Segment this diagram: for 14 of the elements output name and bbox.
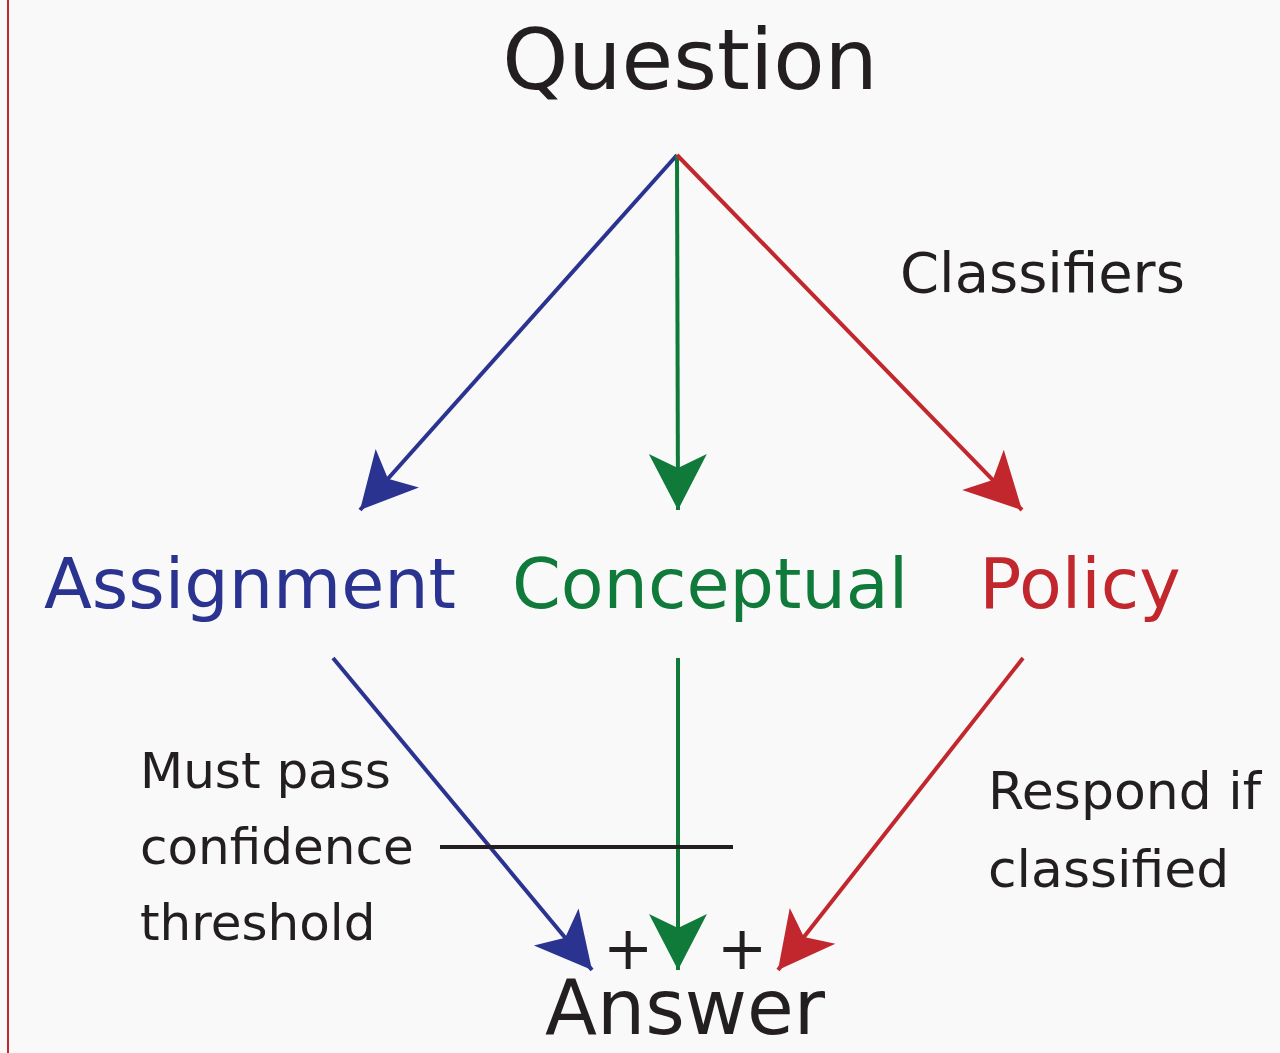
plus-sign: +: [717, 926, 768, 970]
note-text: Must pass confidence threshold: [140, 741, 415, 954]
heading-text: Question: [502, 18, 878, 102]
arrow: [776, 656, 1025, 972]
annotation-text: Classifiers: [900, 245, 1185, 301]
arrow: [649, 658, 707, 970]
result-label: Answer: [545, 970, 825, 1046]
plus-sign: +: [603, 926, 654, 970]
leader-line: [440, 845, 733, 849]
note-text: Respond if classified: [988, 760, 1263, 901]
arrow: [648, 155, 707, 510]
arrow: [358, 153, 679, 512]
arrow: [331, 656, 594, 972]
arrow: [675, 153, 1024, 512]
